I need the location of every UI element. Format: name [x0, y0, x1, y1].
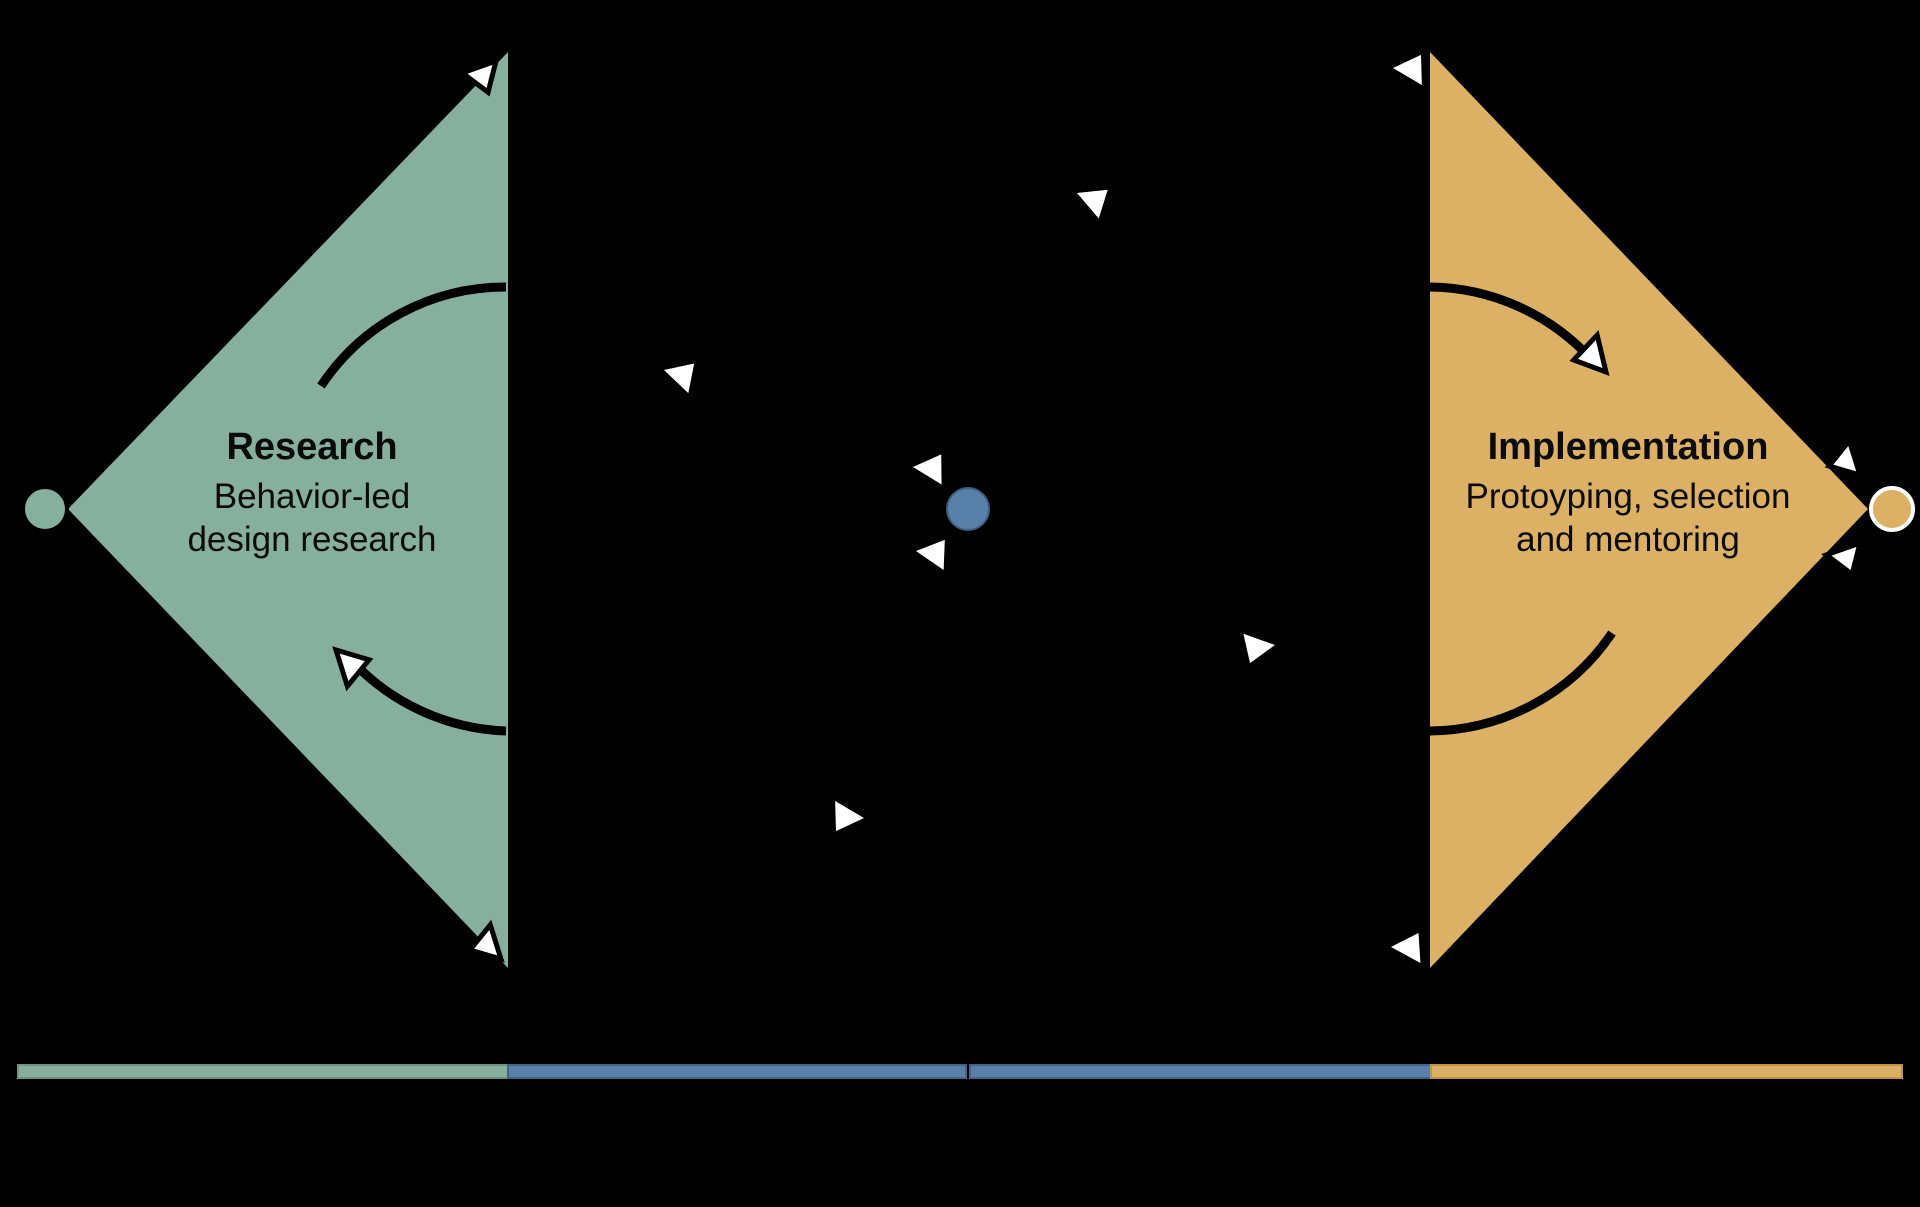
implementation-diamond-shape [1430, 52, 1868, 968]
upper-middle-arrowhead-icon [1077, 189, 1108, 219]
implementation-top-vertex-arrowhead-icon [1393, 54, 1422, 86]
implementation-tip-bottom-arrowhead-icon [1821, 539, 1864, 579]
implementation-subtitle-line2: and mentoring [1516, 520, 1740, 559]
timeline-segment-transition-right [969, 1064, 1432, 1079]
research-title: Research [226, 426, 397, 468]
research-bottom-edge-arrowhead-icon [465, 919, 505, 963]
implementation-bottom-vertex-arrowhead-icon [1391, 932, 1421, 964]
mid-right-arrowhead-icon [1243, 633, 1275, 664]
implementation-subtitle-line1: Protoyping, selection [1466, 477, 1791, 516]
mid-left-arrowhead-icon [664, 363, 695, 394]
research-cycle-arrowhead-icon [332, 646, 374, 692]
timeline-segment-implementation [1430, 1064, 1903, 1079]
research-subtitle-line1: Behavior-led [214, 477, 411, 516]
lower-middle-arrowhead-icon [835, 800, 864, 832]
timeline-segment-research [17, 1064, 509, 1079]
research-cycle-bottom-arc [348, 657, 507, 736]
implementation-cycle-top-arc [1429, 282, 1596, 364]
research-cycle-top-arc [317, 282, 507, 389]
implementation-tip-top-arrowhead-icon [1824, 435, 1864, 479]
center-upper-left-arrowhead-icon [913, 454, 942, 485]
research-diamond-shape [68, 52, 508, 968]
timeline-bar [17, 1064, 1903, 1079]
center-lower-left-arrowhead-icon [916, 539, 945, 571]
timeline-segment-transition-left [507, 1064, 967, 1079]
research-top-edge-arrowhead-icon [457, 57, 500, 97]
implementation-cycle-arrowhead-icon [1569, 329, 1610, 376]
center-hub-dot-icon [946, 487, 990, 531]
research-subtitle-line2: design research [187, 520, 436, 559]
implementation-title: Implementation [1488, 426, 1769, 468]
implementation-cycle-bottom-arc [1429, 630, 1616, 736]
implementation-endpoint-dot-icon [1869, 486, 1915, 532]
research-endpoint-dot-icon [21, 485, 69, 533]
